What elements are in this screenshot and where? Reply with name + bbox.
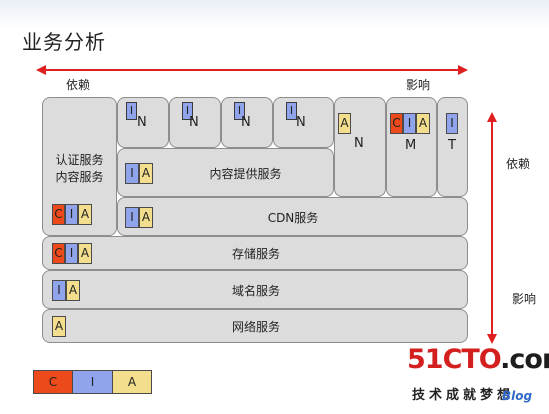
cia-i-cell: I [125,163,139,184]
legend-i: I [72,370,113,394]
content-provider-label: 内容提供服务 [209,167,282,181]
network-label: 网络服务 [231,320,280,334]
i-marker: I [234,102,245,120]
node-letter: N [137,115,147,130]
cia-i-cell: I [65,204,78,225]
small-n-box-2: I N [169,97,221,148]
logo-domain-text: .com [500,344,549,375]
site-logo: 51CTO.com [407,344,549,375]
cdn-label: CDN服务 [267,211,319,225]
tall-t-box: I T [437,97,468,197]
axis-bottom-label: 影响 [512,292,537,306]
i-marker: I [182,102,193,120]
page-title: 业务分析 [22,30,106,54]
storage-box: C I A 存储服务 [42,236,468,270]
storage-label: 存储服务 [231,247,280,261]
cia-i-cell: I [125,207,139,228]
logo-main-text: 51CTO [407,344,501,375]
axis-left-label: 依赖 [66,78,91,92]
cia-c-cell: C [52,204,65,225]
cia-a-cell: A [139,207,153,228]
network-box: A 网络服务 [42,309,468,343]
axis-top-label: 依赖 [506,157,531,171]
logo-slogan: 技术成就梦想 [412,388,515,403]
cia-a-cell: A [66,280,80,301]
content-provider-box: I A 内容提供服务 [117,148,334,197]
small-n-box-3: I N [221,97,273,148]
auth-service-box: 认证服务 内容服务 C I A [42,97,117,236]
domain-label: 域名服务 [231,284,280,298]
tall-an-box: A N [334,97,386,197]
node-letter: N [241,115,251,130]
axis-right-label: 影响 [406,78,431,92]
cia-a-cell: A [52,316,66,337]
small-n-box-1: I N [117,97,169,148]
cia-a-cell: A [78,243,92,264]
node-letter: M [405,138,417,153]
cia-i-cell: I [65,243,78,264]
cia-i-cell: I [403,113,416,134]
cia-i-cell: I [446,113,458,134]
tall-m-box: C I A M [386,97,437,197]
logo-blog: Blog [502,389,533,403]
cia-a-cell: A [416,113,430,134]
i-marker: I [126,102,137,120]
node-letter: N [296,115,306,130]
node-letter: N [189,115,199,130]
legend-a: A [112,370,152,394]
small-n-box-4: I N [273,97,334,148]
cia-a-cell: A [139,163,153,184]
domain-box: I A 域名服务 [42,270,468,309]
i-marker: I [286,102,297,120]
node-letter: N [354,136,364,151]
cia-c-cell: C [390,113,403,134]
auth-service-label: 认证服务 [55,153,104,167]
cdn-box: I A CDN服务 [117,197,468,236]
cia-c-cell: C [52,243,65,264]
cia-a-cell: A [338,113,351,134]
horizontal-arrow [36,65,468,75]
content-service-label: 内容服务 [55,170,104,184]
cia-a-cell: A [78,204,92,225]
legend-c: C [33,370,73,394]
node-letter: T [448,138,456,153]
vertical-arrow [487,112,497,344]
cia-i-cell: I [52,280,66,301]
